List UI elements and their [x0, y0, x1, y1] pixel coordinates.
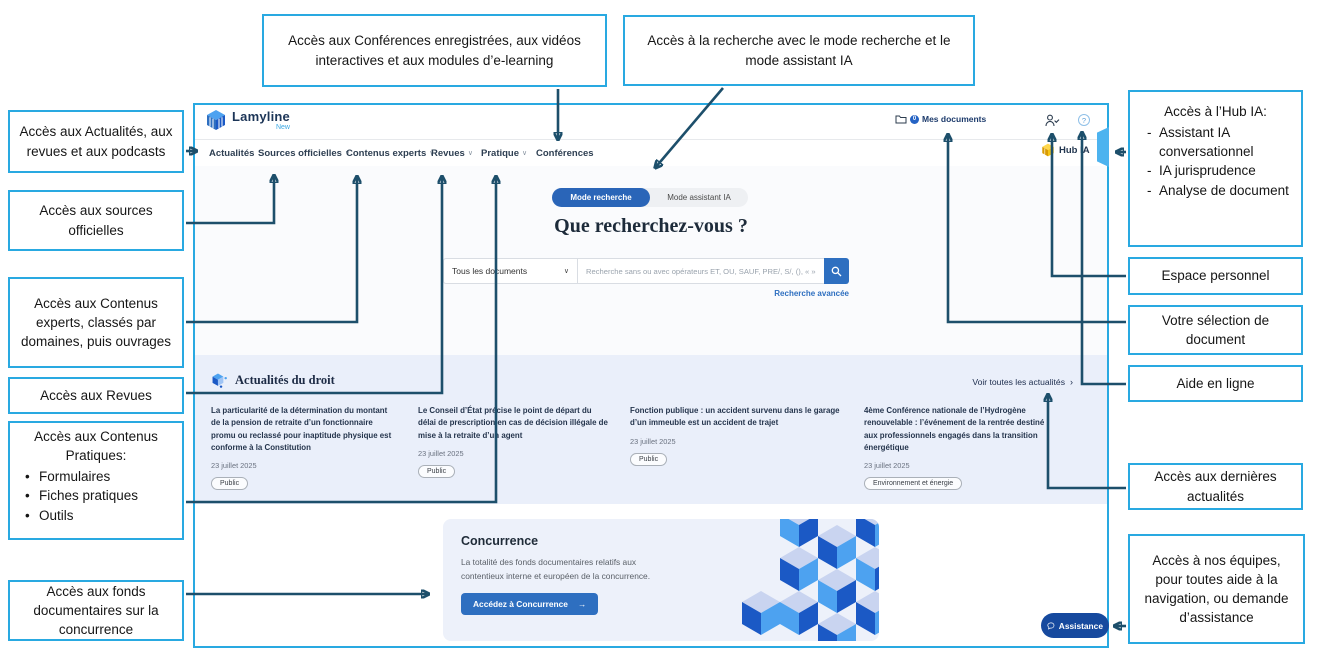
arrow-right-icon: → [577, 599, 587, 609]
search-section: Mode recherche Mode assistant IA Que rec… [195, 166, 1107, 355]
lamyline-screenshot: Lamyline New 0 Mes documents ? Actualité… [193, 103, 1109, 648]
help-circle-icon: ? [1081, 115, 1087, 125]
lamyline-logo[interactable]: Lamyline New [205, 109, 290, 131]
assistance-button[interactable]: Assistance [1041, 613, 1109, 638]
news-card-date: 23 juillet 2025 [418, 448, 464, 458]
callout-actualites: Accès aux Actualités, aux revues et aux … [8, 110, 184, 173]
mode-assistant-ia-option[interactable]: Mode assistant IA [667, 193, 731, 202]
callout-selection-document: Votre sélection de document [1128, 305, 1303, 355]
banner-title: Concurrence [461, 534, 539, 548]
logo-name: Lamyline [232, 108, 290, 124]
chevron-down-icon: ∨ [344, 150, 351, 157]
news-card-list: La particularité de la détermination du … [211, 405, 1056, 490]
news-card-title[interactable]: Fonction publique : un accident survenu … [630, 406, 840, 428]
news-section: Actualités du droit Voir toutes les actu… [195, 355, 1107, 504]
nav-sources-officielles[interactable]: Sources officielles∨ [258, 147, 351, 159]
cubes-icon [212, 373, 227, 388]
banner-description: La totalité des fonds documentaires rela… [461, 557, 651, 581]
callout-assistance: Accès à nos équipes, pour toutes aide à … [1128, 534, 1305, 644]
news-card-date: 23 juillet 2025 [211, 461, 257, 470]
see-all-news-link[interactable]: Voir toutes les actualités › [972, 377, 1073, 387]
logo-new-tag: New [275, 123, 290, 131]
news-card-title[interactable]: La particularité de la détermination du … [211, 406, 392, 452]
news-card-date: 23 juillet 2025 [630, 436, 676, 446]
callout-contenus-pratiques: Accès aux Contenus Pratiques: Formulaire… [8, 421, 184, 540]
callout-sources-officielles: Accès aux sources officielles [8, 190, 184, 251]
concurrence-cta-button[interactable]: Accédez à Concurrence → [461, 593, 599, 615]
mode-recherche-option[interactable]: Mode recherche [552, 188, 650, 207]
news-card-tag: Public [211, 477, 249, 490]
news-card-tag: Environnement et énergie [864, 477, 963, 490]
search-input[interactable] [577, 258, 824, 284]
my-documents-label: Mes documents [922, 114, 987, 124]
nav-pratique[interactable]: Pratique∨ [481, 147, 528, 159]
nav-contenus-experts[interactable]: Contenus experts∨ [346, 147, 435, 159]
hub-ia-cube-icon [1042, 143, 1054, 157]
callout-espace-personnel: Espace personnel [1128, 257, 1303, 295]
callout-hub-ia: Accès à l’Hub IA: Assistant IA conversat… [1128, 90, 1303, 247]
callout-fonds-concurrence: Accès aux fonds documentaires sur la con… [8, 580, 184, 641]
header-divider [195, 139, 1107, 140]
lamyline-cube-icon [207, 110, 225, 130]
nav-conferences[interactable]: Conférences [536, 147, 594, 159]
callout-dernieres-actualites: Accès aux dernières actualités [1128, 463, 1303, 510]
chevron-right-icon: › [1070, 377, 1073, 387]
news-card[interactable]: La particularité de la détermination du … [211, 405, 396, 490]
callout-search-modes: Accès à la recherche avec le mode recher… [623, 15, 975, 86]
news-card-title[interactable]: 4ème Conférence nationale de l’Hydrogène… [864, 406, 1045, 452]
account-button[interactable] [1045, 114, 1060, 132]
user-check-icon [1045, 114, 1060, 127]
news-card[interactable]: Fonction publique : un accident survenu … [630, 405, 842, 490]
my-documents-button[interactable]: 0 Mes documents [895, 114, 986, 124]
documents-count-badge: 0 [910, 114, 919, 124]
chat-bubble-icon [1047, 622, 1055, 630]
folder-icon [895, 115, 907, 124]
cubes-pattern-graphic [742, 519, 879, 641]
assistance-label: Assistance [1058, 620, 1103, 631]
hub-ia-ribbon [1097, 127, 1109, 167]
news-section-title: Actualités du droit [235, 373, 335, 387]
search-title: Que recherchez-vous ? [554, 215, 748, 237]
callout-contenus-experts: Accès aux Contenus experts, classés par … [8, 277, 184, 368]
chevron-down-icon: ∨ [467, 150, 473, 157]
callout-aide-en-ligne: Aide en ligne [1128, 365, 1303, 402]
news-card-tag: Public [630, 452, 668, 466]
search-button[interactable] [824, 258, 849, 284]
news-card-tag: Public [418, 464, 456, 478]
hub-ia-label: Hub IA [1059, 144, 1090, 156]
magnifier-icon [831, 266, 842, 276]
chevron-down-icon: ∨ [429, 150, 435, 157]
search-mode-toggle: Mode recherche Mode assistant IA [552, 188, 748, 207]
help-button[interactable]: ? [1078, 114, 1090, 126]
news-card-date: 23 juillet 2025 [864, 461, 910, 470]
chevron-down-icon: ∨ [522, 150, 528, 157]
news-header: Actualités du droit [211, 372, 335, 389]
news-card-title[interactable]: Le Conseil d’État précise le point de dé… [418, 406, 608, 440]
callout-revues: Accès aux Revues [8, 377, 184, 414]
advanced-search-link[interactable]: Recherche avancée [774, 289, 849, 298]
scope-dropdown[interactable]: Tous les documents ∨ [443, 258, 577, 284]
news-card[interactable]: 4ème Conférence nationale de l’Hydrogène… [864, 405, 1056, 490]
nav-revues[interactable]: Revues∨ [431, 147, 473, 159]
news-card[interactable]: Le Conseil d’État précise le point de dé… [418, 405, 608, 490]
callout-conferences: Accès aux Conférences enregistrées, aux … [262, 14, 607, 87]
hub-ia-button[interactable]: Hub IA [1041, 143, 1090, 157]
concurrence-banner: Concurrence La totalité des fonds docume… [443, 519, 879, 641]
nav-actualites[interactable]: Actualités [209, 147, 255, 159]
chevron-down-icon: ∨ [563, 268, 569, 275]
search-bar: Tous les documents ∨ [443, 258, 849, 284]
